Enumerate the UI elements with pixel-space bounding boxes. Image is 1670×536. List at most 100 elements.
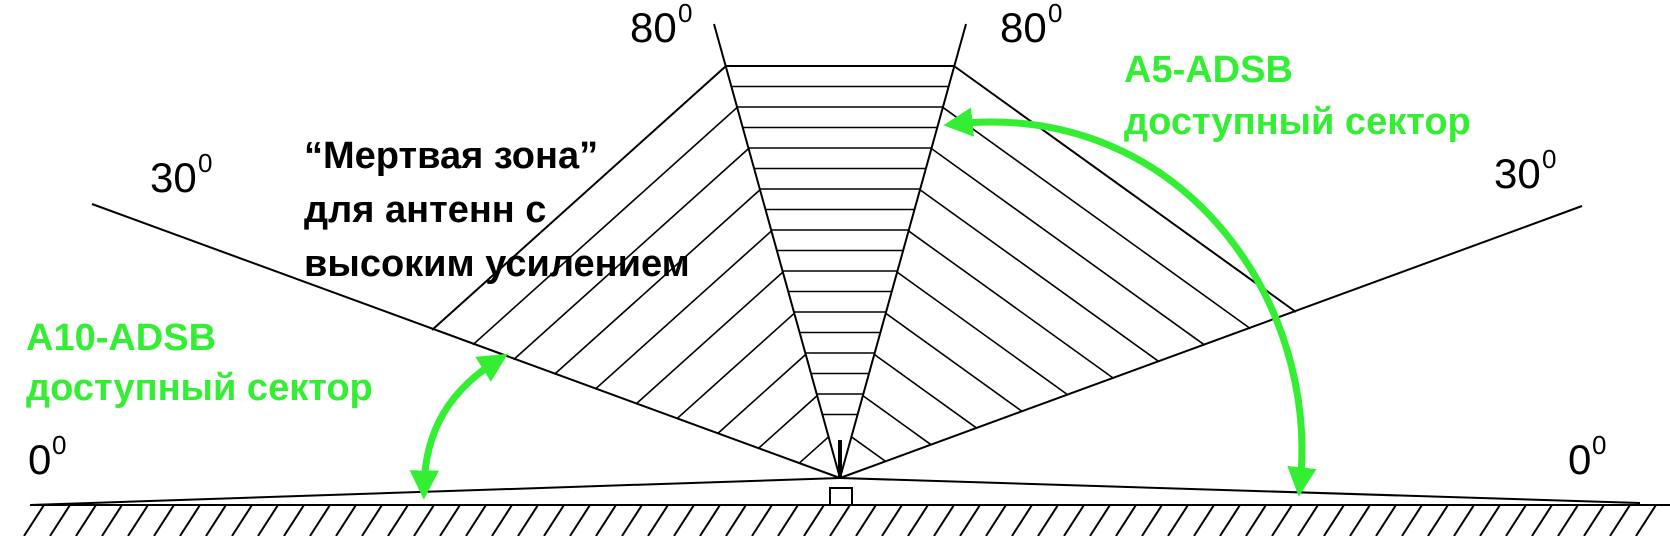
ground-hatch-mark bbox=[985, 504, 1007, 536]
ground-hatch-mark bbox=[1609, 504, 1631, 536]
ground-hatch-mark bbox=[1271, 504, 1293, 536]
ground-hatch-mark bbox=[361, 504, 383, 536]
ground-hatch-mark bbox=[101, 504, 123, 536]
left-sector-hatch-line bbox=[757, 395, 818, 449]
ground-hatch-mark bbox=[673, 504, 695, 536]
ground-hatch-mark bbox=[1089, 504, 1111, 536]
angle-label-zero-right: 0 0 bbox=[1568, 430, 1606, 483]
ground-hatch-mark bbox=[907, 504, 929, 536]
ground-hatch-mark bbox=[1375, 504, 1397, 536]
ground-hatch-mark bbox=[933, 504, 955, 536]
ground-hatch-mark bbox=[647, 504, 669, 536]
svg-text:0: 0 bbox=[198, 148, 212, 178]
ground-hatch-mark bbox=[1635, 504, 1657, 536]
left-sector-hatch-line bbox=[472, 106, 738, 346]
ground-hatch-mark bbox=[1167, 504, 1189, 536]
eighty-degree-line-left bbox=[713, 23, 841, 479]
ground-hatch-mark bbox=[751, 504, 773, 536]
a10-sector-arrow bbox=[409, 353, 508, 500]
ground-hatch-mark bbox=[1141, 504, 1163, 536]
a10-sector-caption: доступный сектор bbox=[26, 367, 373, 409]
horizon-line-right bbox=[839, 477, 1641, 504]
ground-hatch-mark bbox=[1063, 504, 1085, 536]
svg-text:30: 30 bbox=[150, 154, 197, 201]
ground-hatch-mark bbox=[153, 504, 175, 536]
svg-text:80: 80 bbox=[1000, 4, 1047, 51]
svg-text:0: 0 bbox=[28, 436, 51, 483]
ground-hatch-mark bbox=[543, 504, 565, 536]
ground-hatch-mark bbox=[413, 504, 435, 536]
ground-hatch-mark bbox=[1479, 504, 1501, 536]
ground-hatch-mark bbox=[959, 504, 981, 536]
ground-hatch-mark bbox=[517, 504, 539, 536]
right-sector-hatch-line bbox=[850, 436, 887, 463]
ground-hatch-mark bbox=[309, 504, 331, 536]
ground-hatch-mark bbox=[803, 504, 825, 536]
ground-hatch-mark bbox=[569, 504, 591, 536]
ground-hatch-mark bbox=[621, 504, 643, 536]
ground-hatch-mark bbox=[1193, 504, 1215, 536]
ground-hatch-mark bbox=[1011, 504, 1033, 536]
svg-text:0: 0 bbox=[1048, 0, 1062, 28]
right-sector-hatch-line bbox=[862, 394, 932, 446]
ground-hatch-mark bbox=[1427, 504, 1449, 536]
ground-hatch-mark bbox=[1531, 504, 1553, 536]
ground-hatch-mark bbox=[855, 504, 877, 536]
svg-text:0: 0 bbox=[52, 430, 66, 460]
ground-hatch-mark bbox=[725, 504, 747, 536]
left-sector-hatch-line bbox=[798, 436, 830, 464]
thirty-degree-line-left bbox=[91, 203, 841, 479]
ground-hatch-mark bbox=[1245, 504, 1267, 536]
left-sector-hatch-line bbox=[594, 230, 773, 390]
ground-hatch-mark bbox=[595, 504, 617, 536]
left-sector-hatch-line bbox=[676, 312, 795, 420]
ground-hatch-mark bbox=[335, 504, 357, 536]
ground-hatch-mark bbox=[1115, 504, 1137, 536]
sector-hatching-left bbox=[472, 106, 830, 464]
ground-hatch-mark bbox=[1453, 504, 1475, 536]
svg-text:0: 0 bbox=[1542, 144, 1556, 174]
ground-hatch-mark bbox=[829, 504, 851, 536]
ground-hatch-mark bbox=[1349, 504, 1371, 536]
angle-label-eighty-left: 80 0 bbox=[630, 0, 692, 51]
svg-text:80: 80 bbox=[630, 4, 677, 51]
svg-text:0: 0 bbox=[1592, 430, 1606, 460]
angle-label-eighty-right: 80 0 bbox=[1000, 0, 1062, 51]
svg-text:30: 30 bbox=[1494, 150, 1541, 197]
ground-hatch-mark bbox=[1401, 504, 1423, 536]
ground-hatch-mark bbox=[1037, 504, 1059, 536]
ground-hatch-mark bbox=[1219, 504, 1241, 536]
ground-hatch-mark bbox=[1297, 504, 1319, 536]
ground-hatch-mark bbox=[283, 504, 305, 536]
right-sector-hatch-line bbox=[919, 188, 1160, 363]
ground-hatch-mark bbox=[127, 504, 149, 536]
coverage-envelope-left bbox=[431, 65, 727, 331]
ground-hatch-mark bbox=[49, 504, 71, 536]
a10-model-label: A10-ADSB bbox=[26, 317, 216, 359]
dead-zone-subtitle-1: для антенн с bbox=[304, 189, 546, 231]
ground-hatch-mark bbox=[231, 504, 253, 536]
angle-label-zero-left: 0 0 bbox=[28, 430, 66, 483]
left-sector-hatch-line bbox=[717, 353, 807, 435]
ground-hatch-mark bbox=[491, 504, 513, 536]
ground-hatch-mark bbox=[257, 504, 279, 536]
right-sector-hatch-line bbox=[885, 312, 1023, 413]
left-sector-hatch-line bbox=[513, 147, 750, 361]
dead-zone-hatching bbox=[726, 65, 954, 416]
ground-hatch-mark bbox=[1583, 504, 1605, 536]
ground-hatch-mark bbox=[179, 504, 201, 536]
right-sector-hatch-line bbox=[907, 230, 1115, 380]
ground bbox=[23, 504, 1670, 536]
svg-text:0: 0 bbox=[1568, 436, 1591, 483]
left-sector-hatch-line bbox=[553, 189, 761, 375]
a5-model-label: A5-ADSB bbox=[1124, 49, 1293, 91]
ground-hatch-mark bbox=[23, 504, 45, 536]
angle-label-thirty-left: 30 0 bbox=[150, 148, 212, 201]
ground-hatch-mark bbox=[1323, 504, 1345, 536]
ground-hatch-mark bbox=[1557, 504, 1579, 536]
ground-hatch-mark bbox=[777, 504, 799, 536]
ground-hatch-mark bbox=[439, 504, 461, 536]
dead-zone-subtitle-2: высоким усилением bbox=[304, 243, 690, 285]
left-sector-hatch-line bbox=[635, 271, 784, 405]
